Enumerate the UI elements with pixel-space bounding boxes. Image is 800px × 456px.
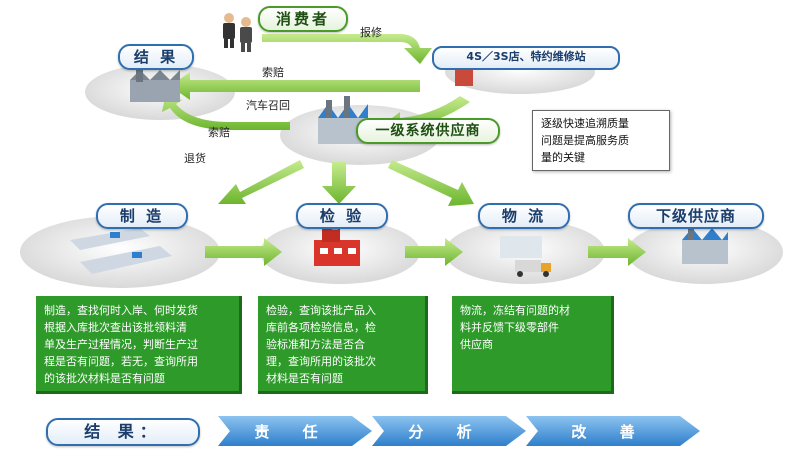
result-arrow-analysis bbox=[372, 416, 526, 446]
inspection-label: 检 验 bbox=[296, 203, 388, 229]
arrow-log-to-supplier bbox=[588, 238, 646, 266]
info-line: 根据入库批次查出该批领料清 bbox=[44, 321, 187, 334]
result-step-analysis: 分 析 bbox=[408, 423, 486, 441]
edge-label-return: 退货 bbox=[184, 152, 206, 165]
note-line: 量的关键 bbox=[541, 151, 585, 164]
info-line: 理，查询所用的该批次 bbox=[266, 355, 376, 368]
result-step-responsibility: 责 任 bbox=[254, 423, 332, 441]
info-box-logistics: 物流，冻结有问题的材 料并反馈下级零部件 供应商 bbox=[452, 296, 614, 394]
edge-label-recall: 汽车召回 bbox=[246, 99, 290, 112]
info-line: 验标准和方法是否合 bbox=[266, 338, 365, 351]
edge-label-claim-mid: 索赔 bbox=[208, 126, 230, 139]
arrow-to-inspection bbox=[322, 162, 356, 204]
consumer-people-icon bbox=[223, 13, 252, 52]
arrow-insp-to-log bbox=[405, 238, 463, 266]
note-line: 逐级快速追溯质量 bbox=[541, 117, 629, 130]
result-row-label: 结 果： bbox=[46, 418, 200, 446]
edge-label-claim-top: 索赔 bbox=[262, 66, 284, 79]
info-box-inspection: 检验，查询该批产品入 库前各项检验信息，检 验标准和方法是否合 理，查询所用的该… bbox=[258, 296, 428, 394]
assembly-line-icon bbox=[70, 228, 172, 274]
warehouse-truck-icon bbox=[500, 236, 551, 277]
info-line: 单及生产过程情况，判断生产过 bbox=[44, 338, 198, 351]
info-line: 检验，查询该批产品入 bbox=[266, 304, 376, 317]
arrow-to-logistics bbox=[388, 160, 474, 206]
note-line: 问题是提高服务质 bbox=[541, 134, 629, 147]
factory-icon-supplier-lower bbox=[682, 222, 728, 264]
info-line: 料并反馈下级零部件 bbox=[460, 321, 559, 334]
arrow-claim-top bbox=[170, 72, 420, 100]
arrow-repair bbox=[262, 34, 432, 64]
arrow-to-manufacturing bbox=[218, 160, 304, 204]
logistics-label: 物 流 bbox=[478, 203, 570, 229]
info-line: 库前各项检验信息，检 bbox=[266, 321, 376, 334]
supplier-l1-label: 一级系统供应商 bbox=[356, 118, 500, 144]
shop-label: 4S／3S店、特约维修站 bbox=[432, 46, 620, 70]
edge-label-repair: 报修 bbox=[360, 26, 382, 39]
disc-manufacturing bbox=[20, 216, 220, 288]
key-note-box: 逐级快速追溯质量 问题是提高服务质 量的关键 bbox=[532, 110, 670, 171]
info-box-manufacturing: 制造，查找何时入岸、何时发货 根据入库批次查出该批领料清 单及生产过程情况，判断… bbox=[36, 296, 242, 394]
info-line: 物流，冻结有问题的材 bbox=[460, 304, 570, 317]
info-line: 供应商 bbox=[460, 338, 493, 351]
result-arrow-improvement bbox=[526, 416, 700, 446]
arrow-mfg-to-insp bbox=[205, 238, 282, 266]
result-arrow-responsibility bbox=[218, 416, 372, 446]
arrow-claim-return bbox=[162, 92, 290, 130]
supplier-lower-label: 下级供应商 bbox=[628, 203, 764, 229]
info-line: 的该批次材料是否有问题 bbox=[44, 372, 165, 385]
result-top-label: 结 果 bbox=[118, 44, 194, 70]
info-line: 制造，查找何时入岸、何时发货 bbox=[44, 304, 198, 317]
result-step-improvement: 改 善 bbox=[571, 423, 649, 441]
manufacturing-label: 制 造 bbox=[96, 203, 188, 229]
info-line: 程是否有问题，若无，查询所用 bbox=[44, 355, 198, 368]
info-line: 材料是否有问题 bbox=[266, 372, 343, 385]
consumer-label: 消费者 bbox=[258, 6, 348, 32]
